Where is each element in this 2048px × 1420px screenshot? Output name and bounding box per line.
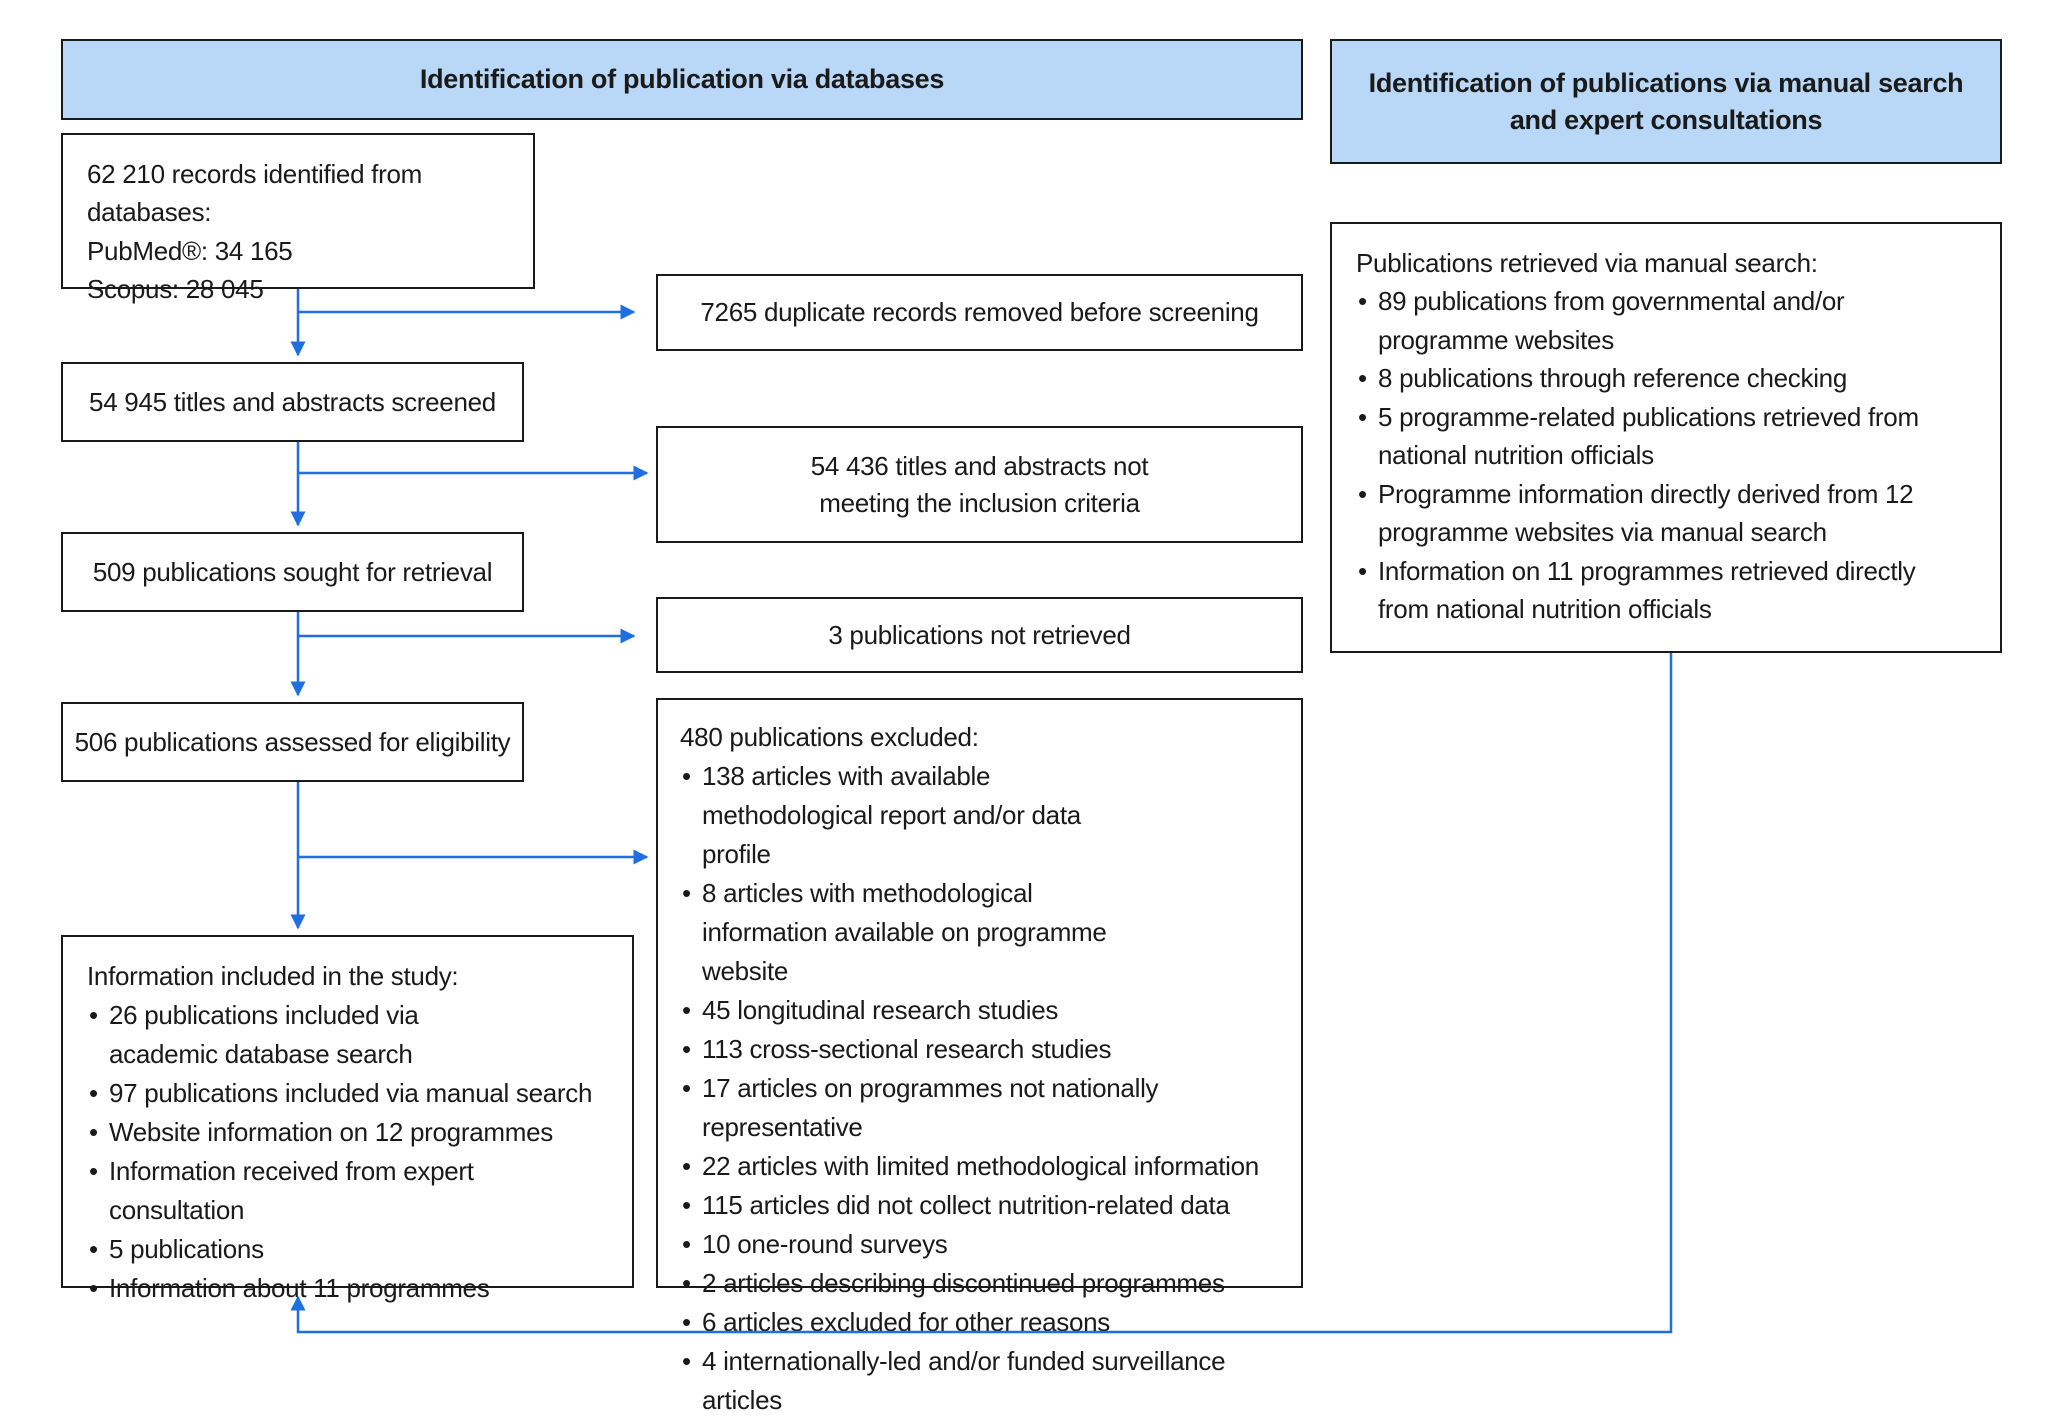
assessed-text: 506 publications assessed for eligibilit… bbox=[74, 726, 511, 757]
not-meeting-criteria-text: 54 436 titles and abstracts not meeting … bbox=[810, 451, 1149, 518]
manual-search-lead: Publications retrieved via manual search… bbox=[1356, 248, 1818, 278]
records-scopus: Scopus: 28 045 bbox=[87, 274, 264, 305]
flow-arrows bbox=[290, 289, 1673, 1334]
manual-search-item: 8 publications through reference checkin… bbox=[1356, 359, 1960, 398]
not-meeting-criteria-box: 54 436 titles and abstracts not meeting … bbox=[656, 426, 1303, 543]
included-item: Information received from expert consult… bbox=[87, 1152, 612, 1230]
screened-text: 54 945 titles and abstracts screened bbox=[89, 386, 496, 417]
excluded-item: 113 cross-sectional research studies bbox=[680, 1030, 1281, 1069]
manual-search-item: Information on 11 programmes retrieved d… bbox=[1356, 552, 1960, 629]
excluded-item: 2 articles describing discontinued progr… bbox=[680, 1264, 1281, 1303]
included-item: Website information on 12 programmes bbox=[87, 1113, 612, 1152]
excluded-item: 22 articles with limited methodological … bbox=[680, 1147, 1281, 1186]
excluded-item: 138 articles with available methodologic… bbox=[680, 757, 1281, 874]
header-manual-text: Identification of publications via manua… bbox=[1368, 68, 1964, 135]
manual-search-item: 89 publications from governmental and/or… bbox=[1356, 282, 1960, 359]
manual-search-item: Programme information directly derived f… bbox=[1356, 475, 1960, 552]
excluded-item: 17 articles on programmes not nationally… bbox=[680, 1069, 1281, 1147]
manual-search-box: Publications retrieved via manual search… bbox=[1330, 222, 2002, 653]
included-item: 97 publications included via manual sear… bbox=[87, 1074, 612, 1113]
duplicates-box: 7265 duplicate records removed before sc… bbox=[656, 274, 1303, 351]
excluded-item: 115 articles did not collect nutrition-r… bbox=[680, 1186, 1281, 1225]
manual-search-item: 5 programme-related publications retriev… bbox=[1356, 398, 1960, 475]
included-box: Information included in the study: 26 pu… bbox=[61, 935, 634, 1308]
records-pubmed: PubMed®: 34 165 bbox=[87, 235, 293, 266]
included-lead: Information included in the study: bbox=[87, 961, 459, 991]
assessed-box: 506 publications assessed for eligibilit… bbox=[61, 702, 524, 782]
arrow-manual-to-included bbox=[290, 653, 1673, 1334]
excluded-lead: 480 publications excluded: bbox=[680, 722, 979, 752]
included-list: 26 publications included via academic da… bbox=[87, 996, 612, 1308]
included-item: 26 publications included via academic da… bbox=[87, 996, 612, 1074]
records-identified-lead: 62 210 records identified from databases… bbox=[87, 159, 422, 228]
not-retrieved-box: 3 publications not retrieved bbox=[656, 597, 1303, 673]
sought-text: 509 publications sought for retrieval bbox=[92, 556, 493, 587]
records-identified-box: 62 210 records identified from databases… bbox=[61, 133, 535, 304]
header-manual: Identification of publications via manua… bbox=[1330, 39, 2002, 164]
manual-search-list: 89 publications from governmental and/or… bbox=[1356, 282, 1960, 628]
header-databases: Identification of publication via databa… bbox=[61, 39, 1303, 120]
excluded-item: 45 longitudinal research studies bbox=[680, 991, 1281, 1030]
not-retrieved-text: 3 publications not retrieved bbox=[828, 619, 1131, 650]
duplicates-text: 7265 duplicate records removed before sc… bbox=[700, 297, 1259, 328]
excluded-item: 10 one-round surveys bbox=[680, 1225, 1281, 1264]
excluded-item: 8 articles with methodological informati… bbox=[680, 874, 1281, 991]
sought-box: 509 publications sought for retrieval bbox=[61, 532, 524, 612]
included-item: 5 publications bbox=[87, 1230, 612, 1269]
excluded-item: 4 internationally-led and/or funded surv… bbox=[680, 1342, 1281, 1420]
screened-box: 54 945 titles and abstracts screened bbox=[61, 362, 524, 442]
header-databases-text: Identification of publication via databa… bbox=[419, 64, 945, 95]
